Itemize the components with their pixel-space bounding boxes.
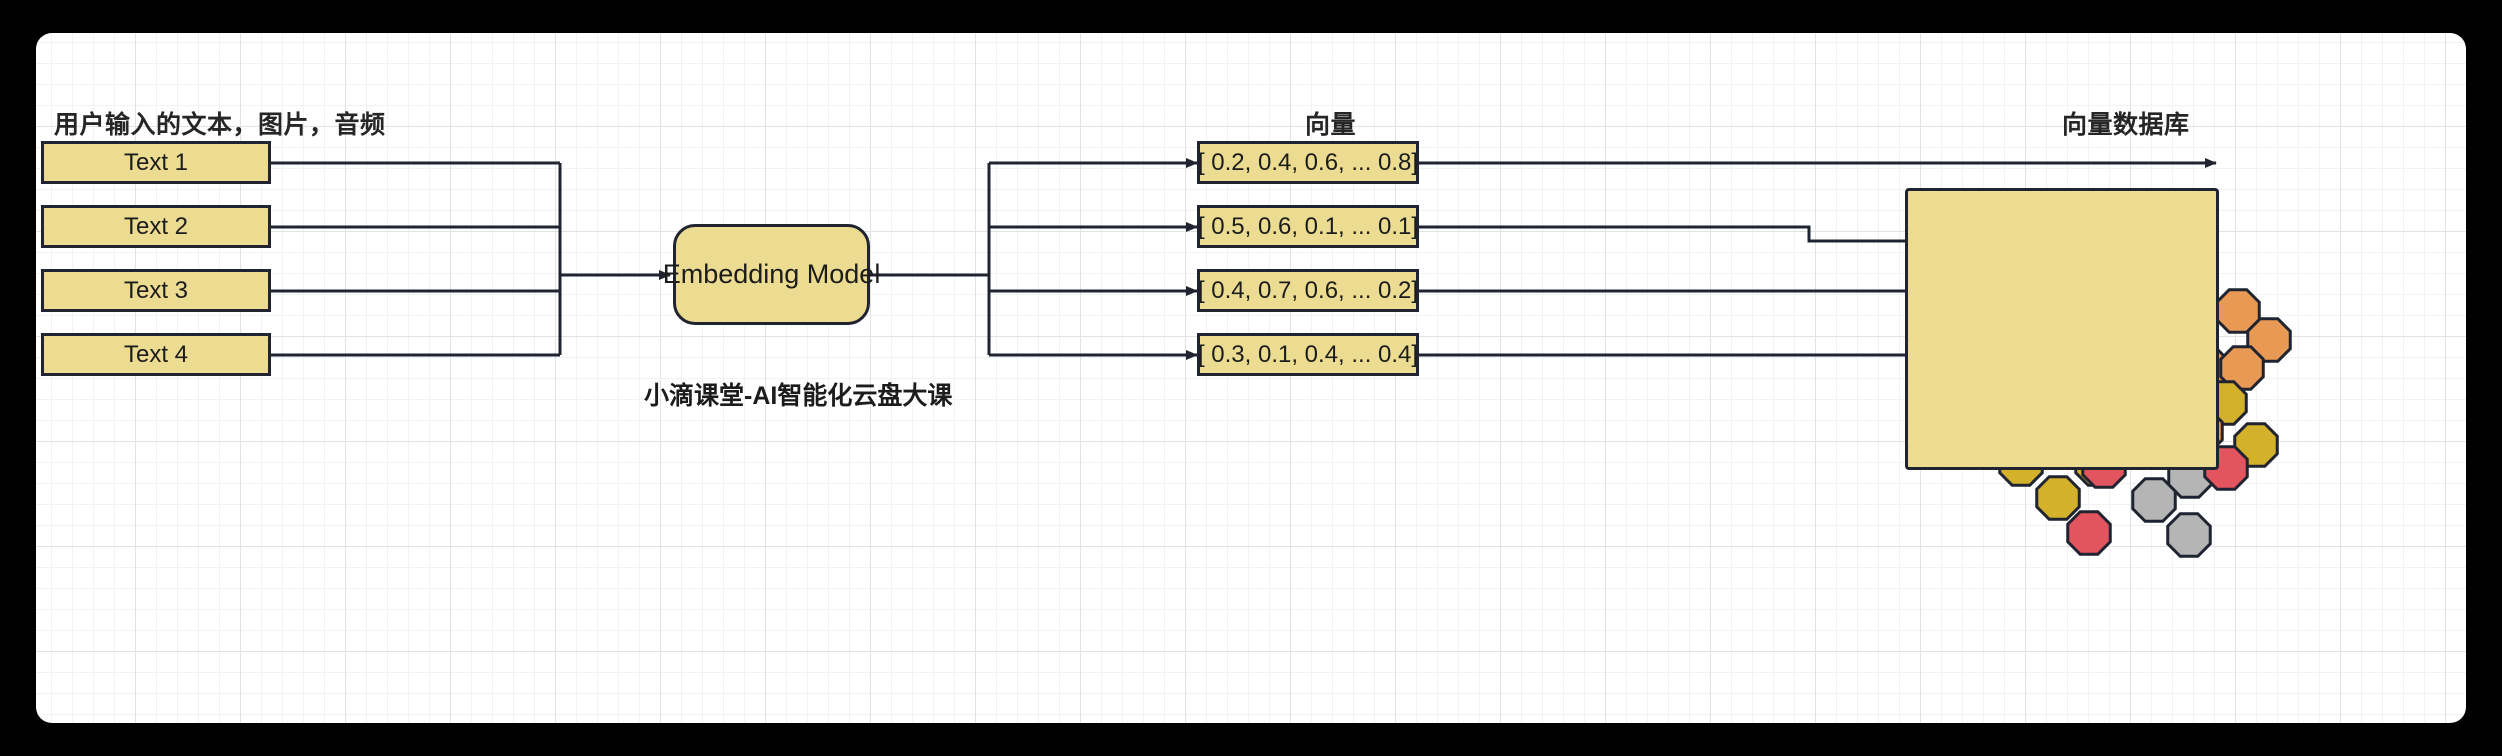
- vector-point-hexagon: [2066, 510, 2112, 556]
- vector-box-3[interactable]: [ 0.4, 0.7, 0.6, ... 0.2]: [1197, 269, 1419, 312]
- diagram-canvas: 用户输入的文本，图片，音频 向量 向量数据库 Text 1 Text 2 Tex…: [36, 33, 2466, 723]
- input-box-text-4[interactable]: Text 4: [41, 333, 271, 376]
- vector-point-hexagon: [2219, 345, 2265, 391]
- input-box-label: Text 2: [123, 212, 189, 240]
- model-caption: 小滴课堂-AI智能化云盘大课: [644, 382, 953, 410]
- vector-box-label: [ 0.2, 0.4, 0.6, ... 0.8]: [1197, 148, 1419, 176]
- header-vectors: 向量: [1305, 111, 1357, 139]
- input-box-label: Text 4: [123, 340, 189, 368]
- header-database: 向量数据库: [2062, 111, 2190, 139]
- vector-box-label: [ 0.5, 0.6, 0.1, ... 0.1]: [1197, 212, 1419, 240]
- vector-box-label: [ 0.4, 0.7, 0.6, ... 0.2]: [1197, 276, 1419, 304]
- embedding-model-label: Embedding Model: [662, 259, 881, 289]
- embedding-model-node[interactable]: Embedding Model: [663, 224, 880, 325]
- vector-point-hexagon: [2035, 475, 2081, 521]
- input-box-label: Text 1: [123, 148, 189, 176]
- header-inputs: 用户输入的文本，图片，音频: [54, 111, 386, 139]
- vector-box-label: [ 0.3, 0.1, 0.4, ... 0.4]: [1197, 340, 1419, 368]
- vector-box-1[interactable]: [ 0.2, 0.4, 0.6, ... 0.8]: [1197, 141, 1419, 184]
- vector-box-4[interactable]: [ 0.3, 0.1, 0.4, ... 0.4]: [1197, 333, 1419, 376]
- input-box-text-1[interactable]: Text 1: [41, 141, 271, 184]
- input-box-text-2[interactable]: Text 2: [41, 205, 271, 248]
- vector-point-hexagon: [2246, 317, 2292, 363]
- input-box-text-3[interactable]: Text 3: [41, 269, 271, 312]
- vector-box-2[interactable]: [ 0.5, 0.6, 0.1, ... 0.1]: [1197, 205, 1419, 248]
- vector-database-panel[interactable]: [1905, 188, 2219, 470]
- vector-point-hexagon: [2131, 477, 2177, 523]
- vector-point-hexagon: [2166, 512, 2212, 558]
- input-box-label: Text 3: [123, 276, 189, 304]
